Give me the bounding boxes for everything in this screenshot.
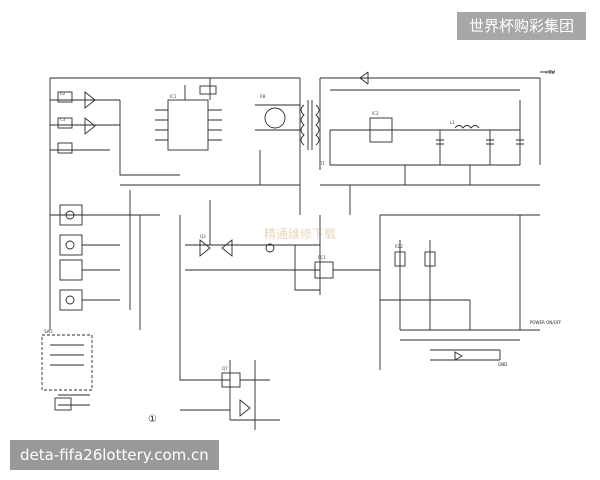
svg-text:R22: R22 (395, 244, 403, 249)
svg-text:R2: R2 (60, 91, 66, 96)
power-on-label: POWER ON/OFF (530, 320, 562, 325)
svg-text:C3: C3 (60, 117, 66, 122)
svg-text:Q7: Q7 (222, 366, 228, 371)
svg-text:Q3: Q3 (200, 234, 206, 239)
center-watermark: 精通维修下载 (264, 226, 336, 241)
figure-number: ① (148, 414, 157, 425)
bottom-left-watermark: deta-fifa26lottery.com.cn (10, 440, 219, 470)
svg-text:IC1: IC1 (170, 94, 177, 99)
svg-text:R8: R8 (260, 94, 266, 99)
svg-text:T1: T1 (319, 161, 325, 166)
output-5v-label: +5V (544, 70, 555, 76)
svg-text:L1: L1 (450, 120, 455, 125)
svg-text:IC2: IC2 (372, 111, 379, 116)
svg-text:SW1: SW1 (44, 329, 53, 334)
top-right-watermark: 世界杯购彩集团 (456, 12, 586, 40)
svg-text:PC1: PC1 (318, 255, 326, 260)
gnd-label: GND (498, 362, 507, 367)
